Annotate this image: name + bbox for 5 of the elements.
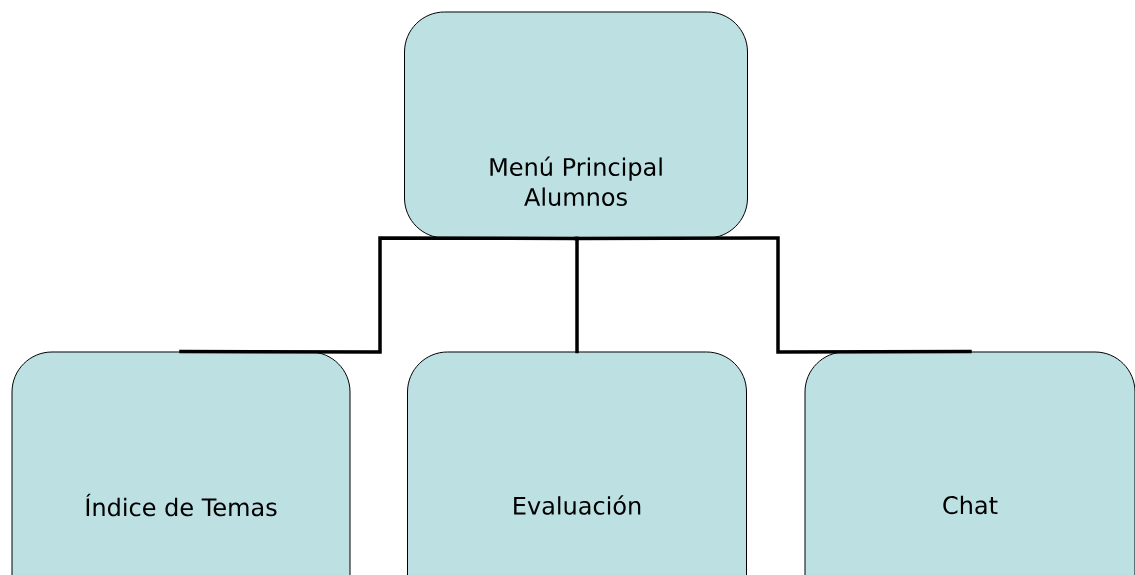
connector-line [574,236,972,354]
menu-box: Menú Principal Alumnos [404,11,748,239]
menu-box: Chat [804,351,1135,575]
menu-box: Índice de Temas [11,351,351,575]
menu-box: Evaluación [407,351,747,575]
